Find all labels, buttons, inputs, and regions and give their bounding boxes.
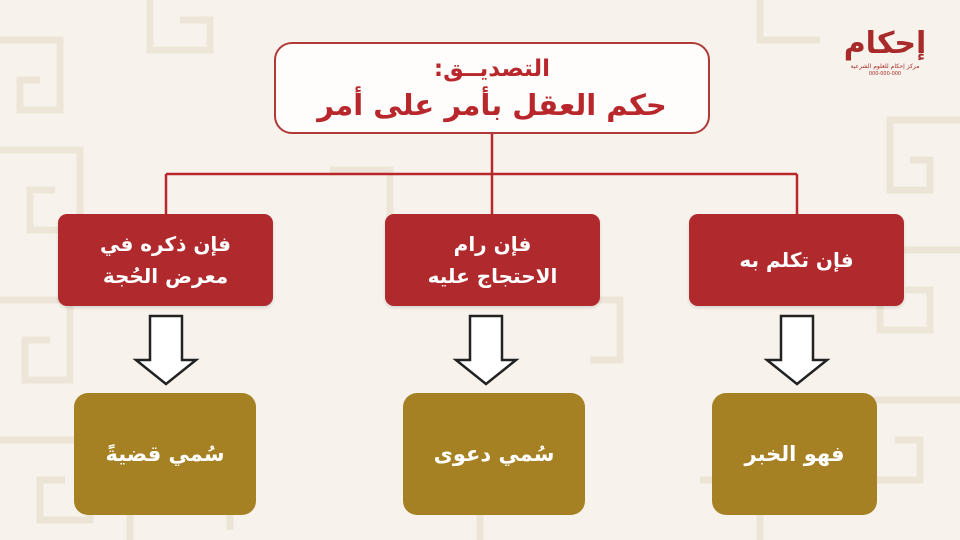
condition-text: فإن تكلم به [739,248,854,272]
arrow-right-icon [763,314,831,386]
condition-text-line2: الاحتجاج عليه [427,264,558,288]
logo-tagline: مركز إحكام للعلوم الشرعية [850,63,920,70]
root-definition: حكم العقل بأمر على أمر [317,88,667,122]
root-title: التصديــق: [433,56,551,82]
condition-text-line1: فإن ذكره في [99,232,232,256]
arrow-left-icon [132,314,200,386]
logo-word: إحكام [843,26,927,61]
logo-number: 000-000-000 [868,71,902,77]
arrow-center-icon [452,314,520,386]
condition-text-line1: فإن رام [453,232,532,256]
brand-logo: إحكام مركز إحكام للعلوم الشرعية 000-000-… [840,26,930,92]
condition-node-speech: فإن تكلم به [689,214,904,306]
result-node-khabar: فهو الخبر [712,393,877,515]
condition-node-argument: فإن رام الاحتجاج عليه [385,214,600,306]
result-node-qadiyya: سُمي قضيةً [74,393,256,515]
condition-node-proof: فإن ذكره في معرض الحُجة [58,214,273,306]
condition-text-line2: معرض الحُجة [102,264,229,288]
result-node-dawa: سُمي دعوى [403,393,585,515]
root-node: التصديــق: حكم العقل بأمر على أمر [274,42,710,134]
